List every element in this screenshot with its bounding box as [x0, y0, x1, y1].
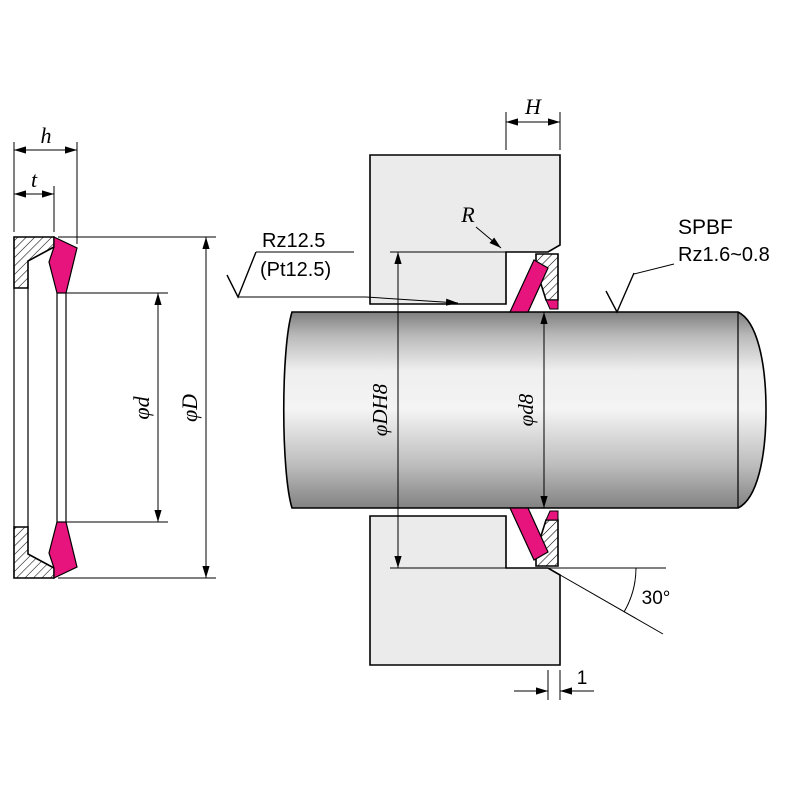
seal-case-section-top: [13, 236, 55, 289]
seal-series-text: SPBF: [678, 216, 733, 239]
roughness-shaft-text: Rz1.6~0.8: [678, 244, 770, 266]
installed-seal-lip-lower: [509, 507, 549, 561]
dim-label-phid: φd: [129, 395, 154, 419]
installation-view: H R Rz12.5 (Pt12.5) SPBF Rz1.6~0.8 φDH8 …: [226, 94, 770, 700]
roughness-bore-text-2: (Pt12.5): [260, 259, 331, 281]
seal-case-section-bottom: [13, 526, 55, 579]
angle-ray-chamfer: [547, 567, 664, 635]
roughness-symbol-bore: [226, 251, 257, 299]
roughness-symbol-shaft: [605, 272, 635, 314]
dim-label-phiD: φD: [177, 394, 202, 422]
angle-arc: [623, 567, 637, 613]
dim-label-1: 1: [577, 668, 588, 689]
dim-label-phid8: φd8: [514, 393, 538, 426]
seal-cross-section-view: h t φd φD: [13, 123, 216, 579]
housing-upper-block: [369, 154, 561, 305]
leader-R: [475, 226, 502, 249]
shaft: [282, 311, 767, 509]
dim-label-t: t: [31, 167, 38, 192]
dim-label-R: R: [460, 202, 475, 227]
angle-label-30: 30°: [642, 588, 671, 609]
roughness-bore-text-1: Rz12.5: [262, 230, 325, 252]
leader-roughness-shaft: [633, 263, 675, 275]
installed-seal-lip-upper: [509, 259, 549, 313]
installed-seal-back-lower: [545, 510, 559, 521]
installed-seal-back-upper: [545, 299, 559, 310]
dim-label-H: H: [524, 94, 542, 119]
dim-label-h: h: [41, 123, 52, 148]
leader-roughness-bore: [238, 296, 459, 306]
housing-lower-block: [369, 515, 561, 666]
dim-label-phiDH8: φDH8: [368, 383, 392, 436]
